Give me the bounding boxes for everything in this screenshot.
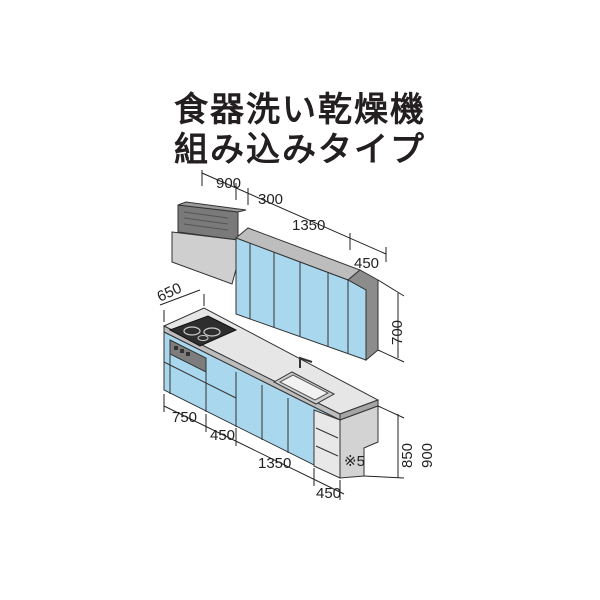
dim-cabinet-b: 1350 [292,217,325,234]
lower-dimension-lines [159,289,405,500]
dim-cabinet-a: 300 [258,191,283,208]
sink [272,356,336,405]
title-line-2: 組み込みタイプ [174,130,426,170]
dim-section-a: 750 [172,409,197,426]
wall-cabinets [235,227,379,362]
dim-section-c: 1350 [258,455,291,472]
note-mark: ※5 [344,453,365,470]
dim-height-1: 850 [399,443,416,468]
dim-section-b: 450 [210,427,235,444]
dim-hood-width: 900 [216,175,241,192]
dim-depth: 650 [155,280,185,306]
dim-cabinet-c: 450 [354,255,379,272]
range-hood [171,201,247,285]
title-line-1: 食器洗い乾燥機 [174,90,426,130]
cooktop [168,315,238,347]
dim-section-d: 450 [316,485,341,502]
dim-height-2: 900 [419,443,436,468]
upper-dimension-lines [201,170,405,363]
dim-upper-height: 700 [389,320,406,345]
base-cabinets [163,331,379,479]
